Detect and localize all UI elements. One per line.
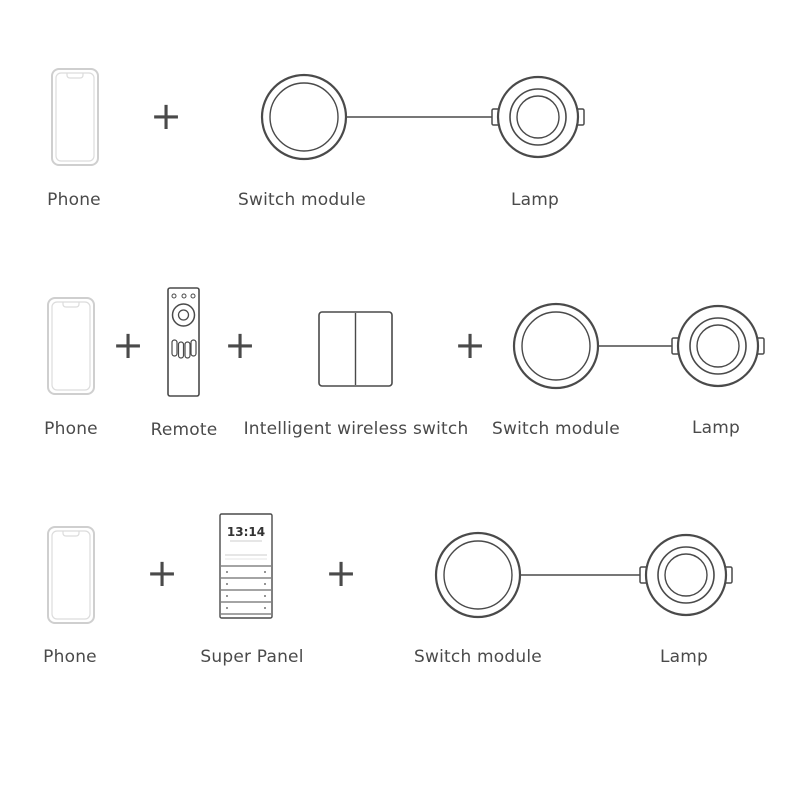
lamp-label: Lamp xyxy=(510,190,560,210)
plus-sign: + xyxy=(112,323,144,367)
lamp-label: Lamp xyxy=(691,418,741,438)
plus-sign: + xyxy=(150,94,182,138)
switch-module-label: Switch module xyxy=(238,190,366,210)
super-panel-icon: 13:14 xyxy=(219,513,273,619)
super-panel-label: Super Panel xyxy=(200,647,304,667)
remote-icon xyxy=(167,287,200,397)
phone-icon xyxy=(51,68,99,166)
lamp-icon xyxy=(670,304,766,388)
plus-sign: + xyxy=(146,551,178,595)
switch-module-icon xyxy=(260,73,348,161)
lamp-icon xyxy=(638,533,734,617)
switch-module-icon xyxy=(434,531,522,619)
lamp-label: Lamp xyxy=(659,647,709,667)
remote-label: Remote xyxy=(150,420,218,440)
switch-module-label: Switch module xyxy=(414,647,542,667)
plus-sign: + xyxy=(454,323,486,367)
lamp-icon xyxy=(490,75,586,159)
plus-sign: + xyxy=(325,551,357,595)
phone-label: Phone xyxy=(47,190,101,210)
phone-label: Phone xyxy=(44,419,98,439)
switch-module-label: Switch module xyxy=(492,419,620,439)
phone-label: Phone xyxy=(43,647,97,667)
plus-sign: + xyxy=(224,323,256,367)
wireless-switch-icon xyxy=(318,311,393,387)
switch-module-icon xyxy=(512,302,600,390)
phone-icon xyxy=(47,526,95,624)
phone-icon xyxy=(47,297,95,395)
wireless-switch-label: Intelligent wireless switch xyxy=(243,419,469,439)
panel-time: 13:14 xyxy=(227,525,265,539)
